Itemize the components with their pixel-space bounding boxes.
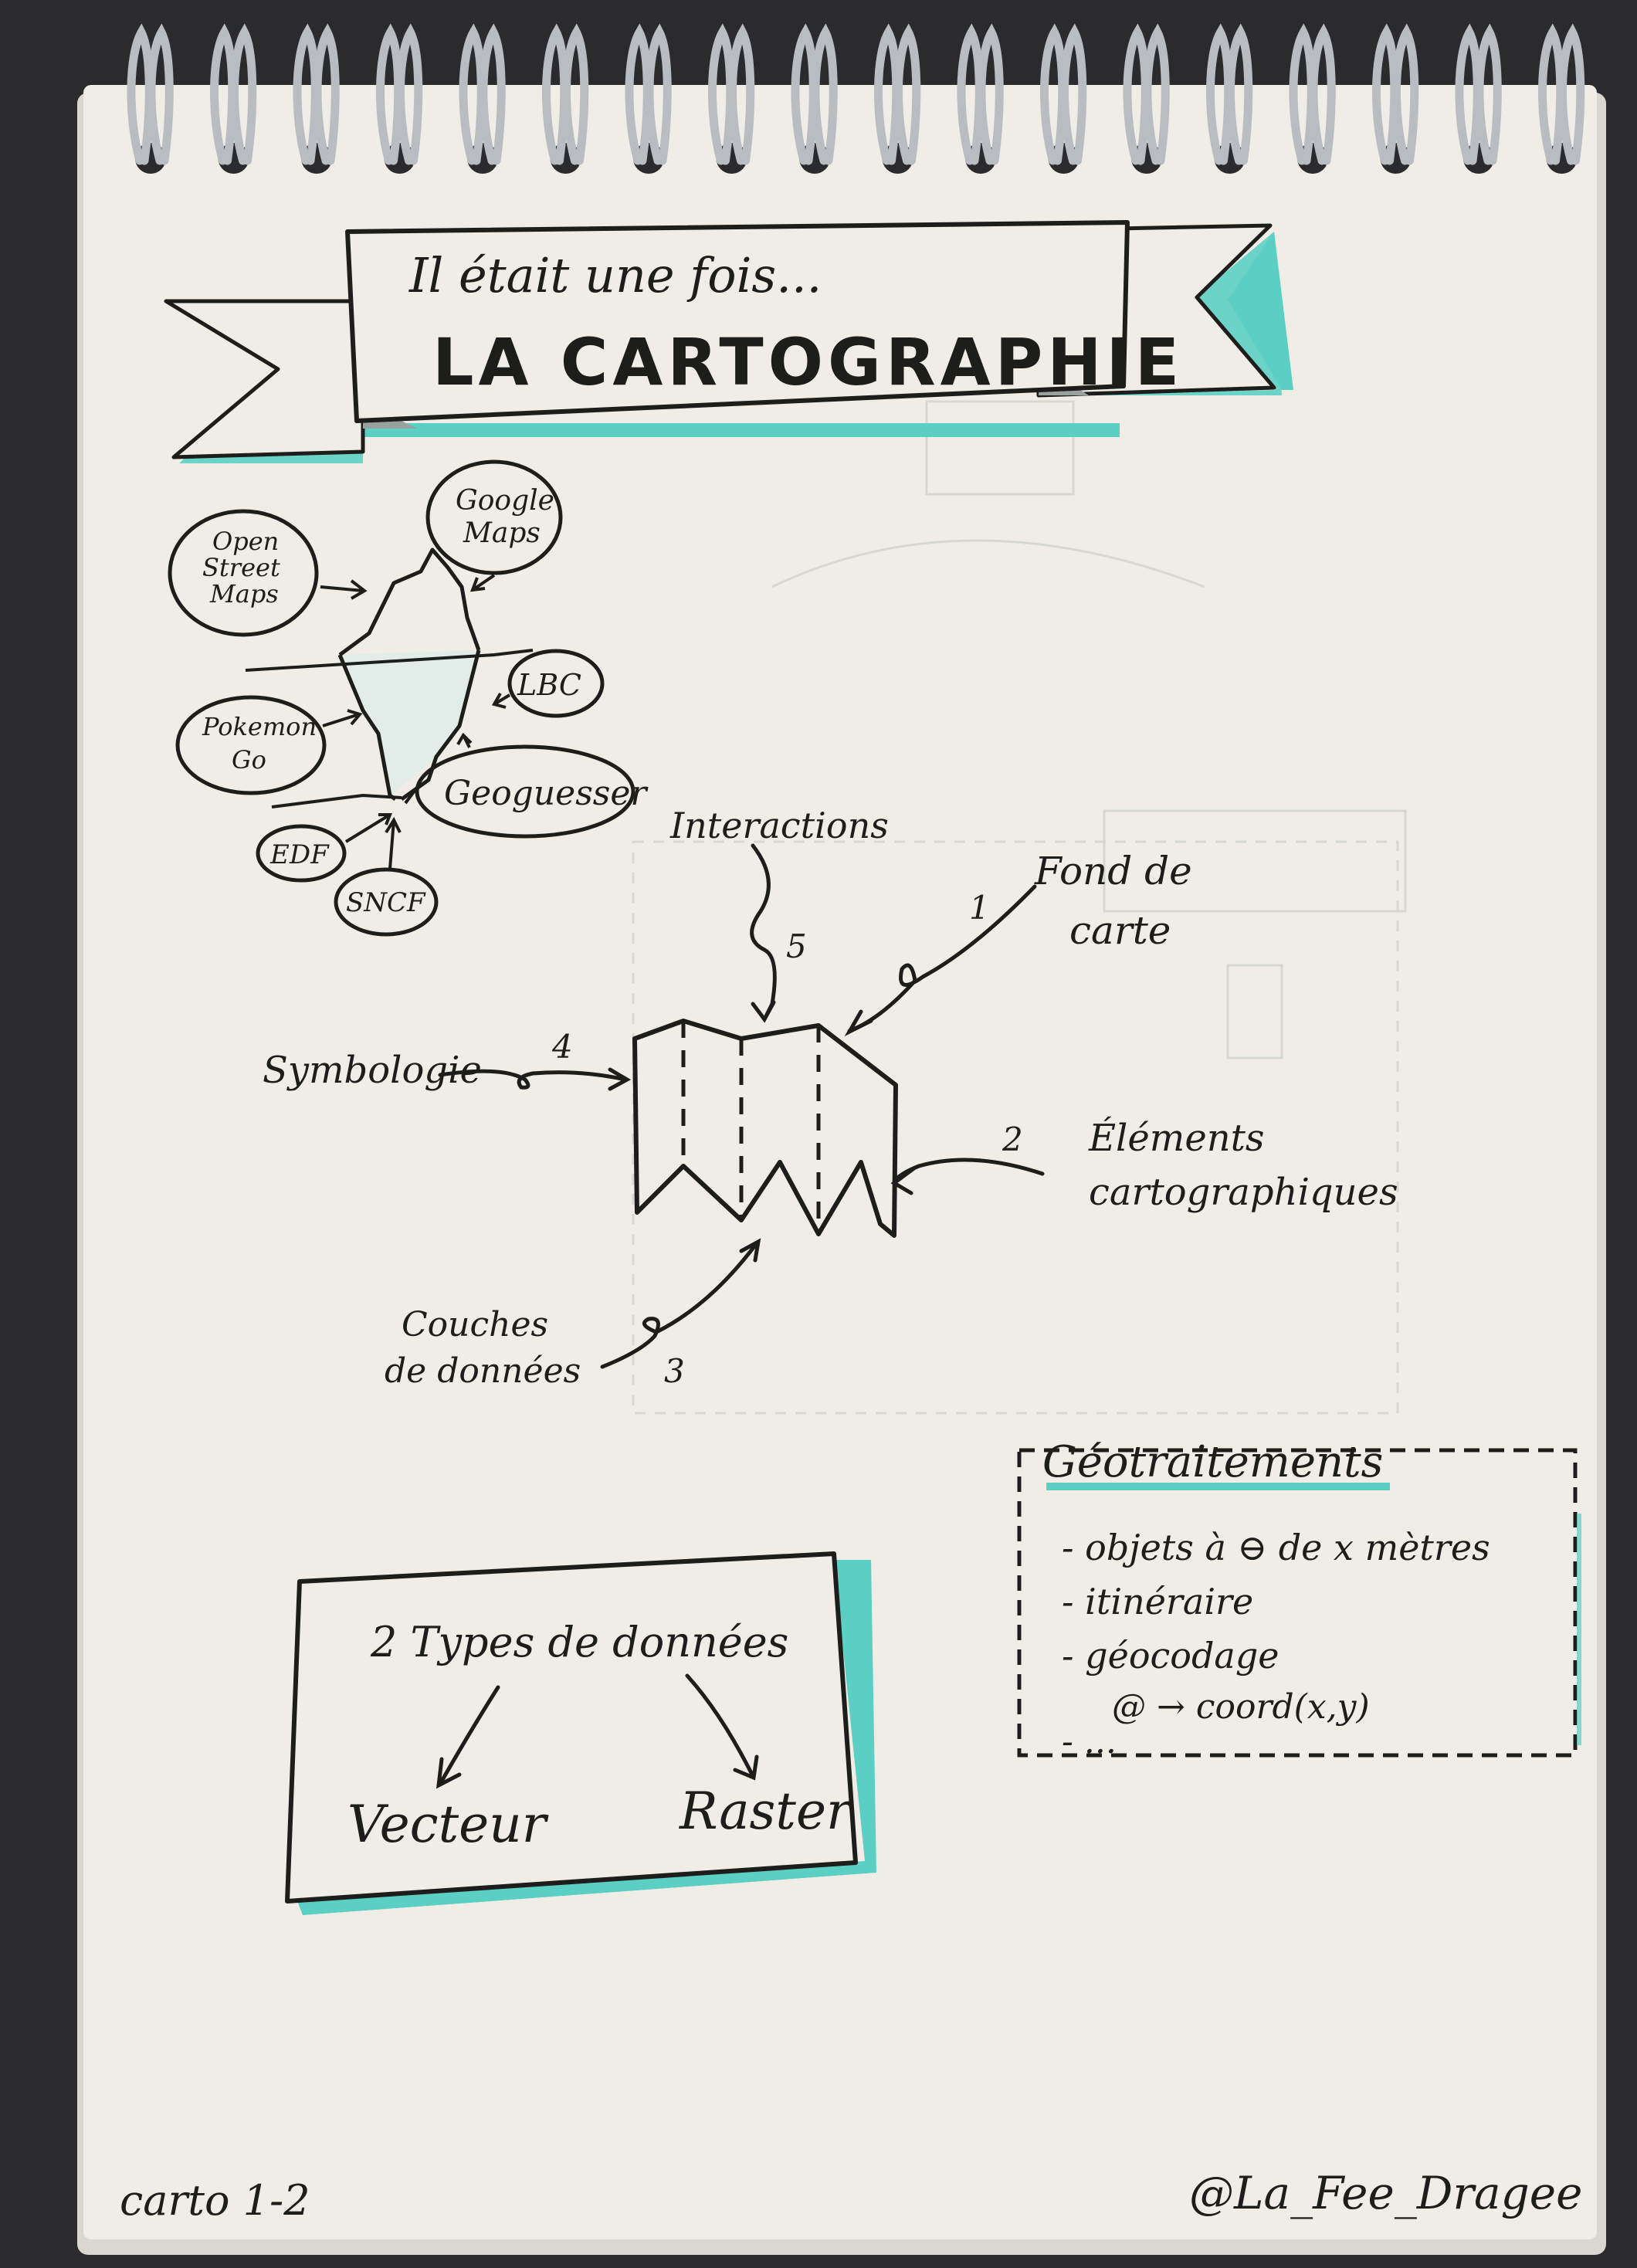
label-geoguesser: Geoguesser — [444, 774, 649, 813]
label-elements-line2: cartographiques — [1089, 1171, 1398, 1214]
banner-subtitle: Il était une fois... — [408, 247, 822, 303]
label-couches-line1: Couches — [402, 1305, 548, 1344]
label-elements-line1: Éléments — [1088, 1116, 1265, 1160]
label-sncf: SNCF — [346, 887, 426, 918]
data-types-box: 2 Types de données Vecteur Raster — [287, 1554, 876, 1915]
number-fond-de-carte: 1 — [969, 889, 990, 927]
label-osm-line3: Maps — [209, 579, 279, 609]
label-interactions: Interactions — [669, 805, 889, 846]
label-fond-de-carte-line1: Fond de — [1034, 849, 1192, 893]
geotraitements-item-5: - ... — [1062, 1722, 1117, 1761]
geotraitements-item-1: - objets à ⊖ de x mètres — [1062, 1527, 1490, 1568]
label-couches-line2: de données — [385, 1351, 581, 1391]
label-google-line1: Google — [456, 485, 554, 517]
number-couches: 3 — [664, 1352, 685, 1390]
label-pokemon-line1: Pokemon — [202, 712, 317, 741]
footer-left: carto 1-2 — [120, 2176, 310, 2225]
geotraitements-item-2: - itinéraire — [1062, 1581, 1253, 1622]
label-pokemon-line2: Go — [232, 745, 266, 775]
footer-right: @La_Fee_Dragee — [1189, 2167, 1582, 2219]
label-google-line2: Maps — [463, 517, 541, 549]
number-interactions: 5 — [786, 927, 807, 965]
geotraitements-title: Géotraitements — [1042, 1437, 1383, 1487]
label-fond-de-carte-line2: carte — [1069, 908, 1171, 953]
geotraitements-item-3: - géocodage — [1062, 1635, 1279, 1676]
data-type-raster: Raster — [679, 1782, 853, 1841]
data-types-title: 2 Types de données — [370, 1618, 788, 1666]
label-symbologie: Symbologie — [263, 1049, 482, 1092]
number-symbologie: 4 — [551, 1028, 573, 1066]
number-elements: 2 — [1002, 1120, 1023, 1158]
geotraitements-item-4: @ → coord(x,y) — [1112, 1687, 1370, 1727]
data-type-vecteur: Vecteur — [347, 1795, 549, 1854]
label-osm-line2: Street — [202, 553, 280, 582]
label-edf: EDF — [269, 839, 330, 870]
label-osm-line1: Open — [212, 527, 279, 556]
banner-title: LA CARTOGRAPHIE — [432, 324, 1184, 400]
label-lbc: LBC — [517, 668, 581, 702]
